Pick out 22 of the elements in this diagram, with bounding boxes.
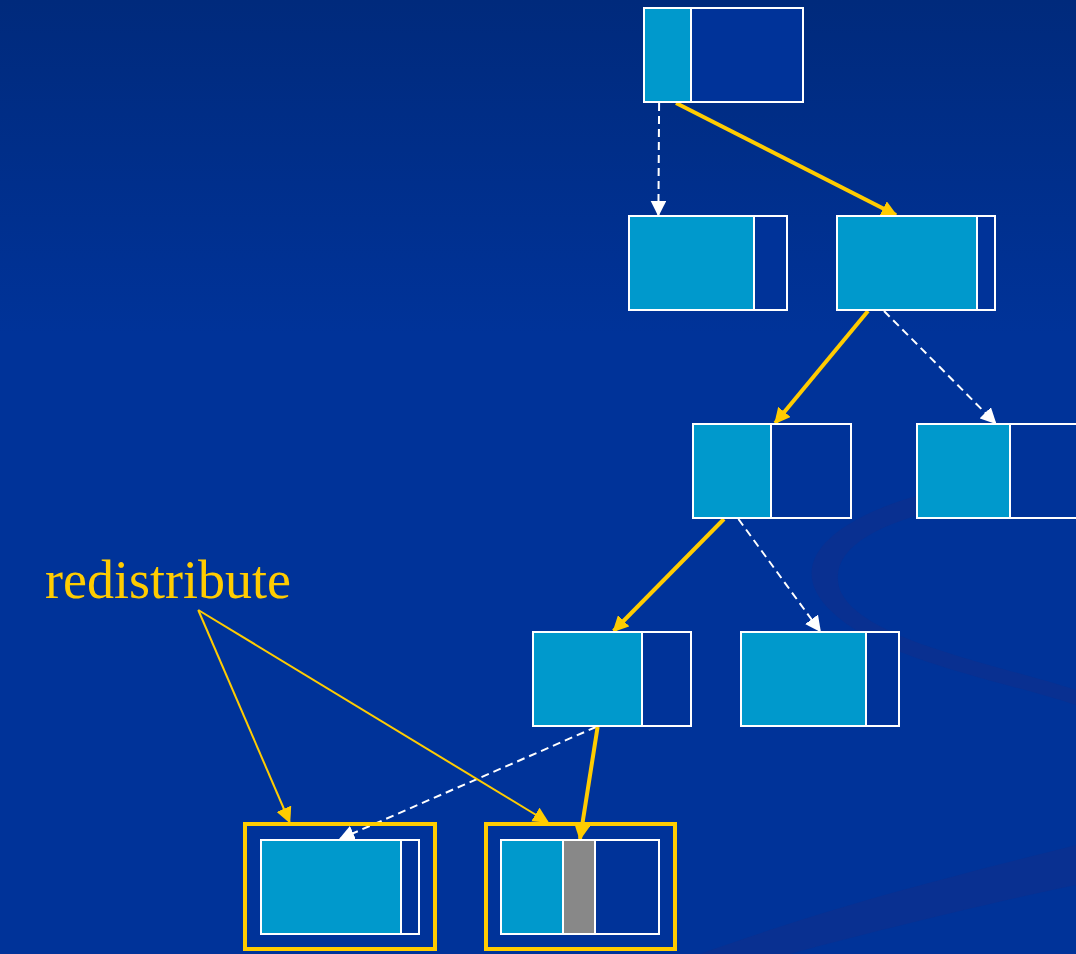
record-box <box>500 839 660 935</box>
arrow <box>737 518 821 633</box>
leader-line <box>197 609 550 823</box>
highlight-frame <box>484 822 677 951</box>
record-box <box>692 423 852 519</box>
arrow <box>650 102 667 217</box>
arrow <box>773 309 870 425</box>
arrow <box>612 517 726 633</box>
record-box <box>532 631 692 727</box>
record-box <box>740 631 900 727</box>
record-box <box>916 423 1076 519</box>
annotation-text: redistribute <box>0 550 336 610</box>
record-box <box>628 215 788 311</box>
leader-line <box>197 609 292 824</box>
arrow <box>338 726 597 841</box>
arrow <box>675 101 898 217</box>
arrow <box>883 310 997 425</box>
record-box <box>836 215 996 311</box>
record-box <box>643 7 804 103</box>
record-box <box>260 839 420 935</box>
arrow <box>574 726 600 841</box>
highlight-frame <box>243 822 437 951</box>
